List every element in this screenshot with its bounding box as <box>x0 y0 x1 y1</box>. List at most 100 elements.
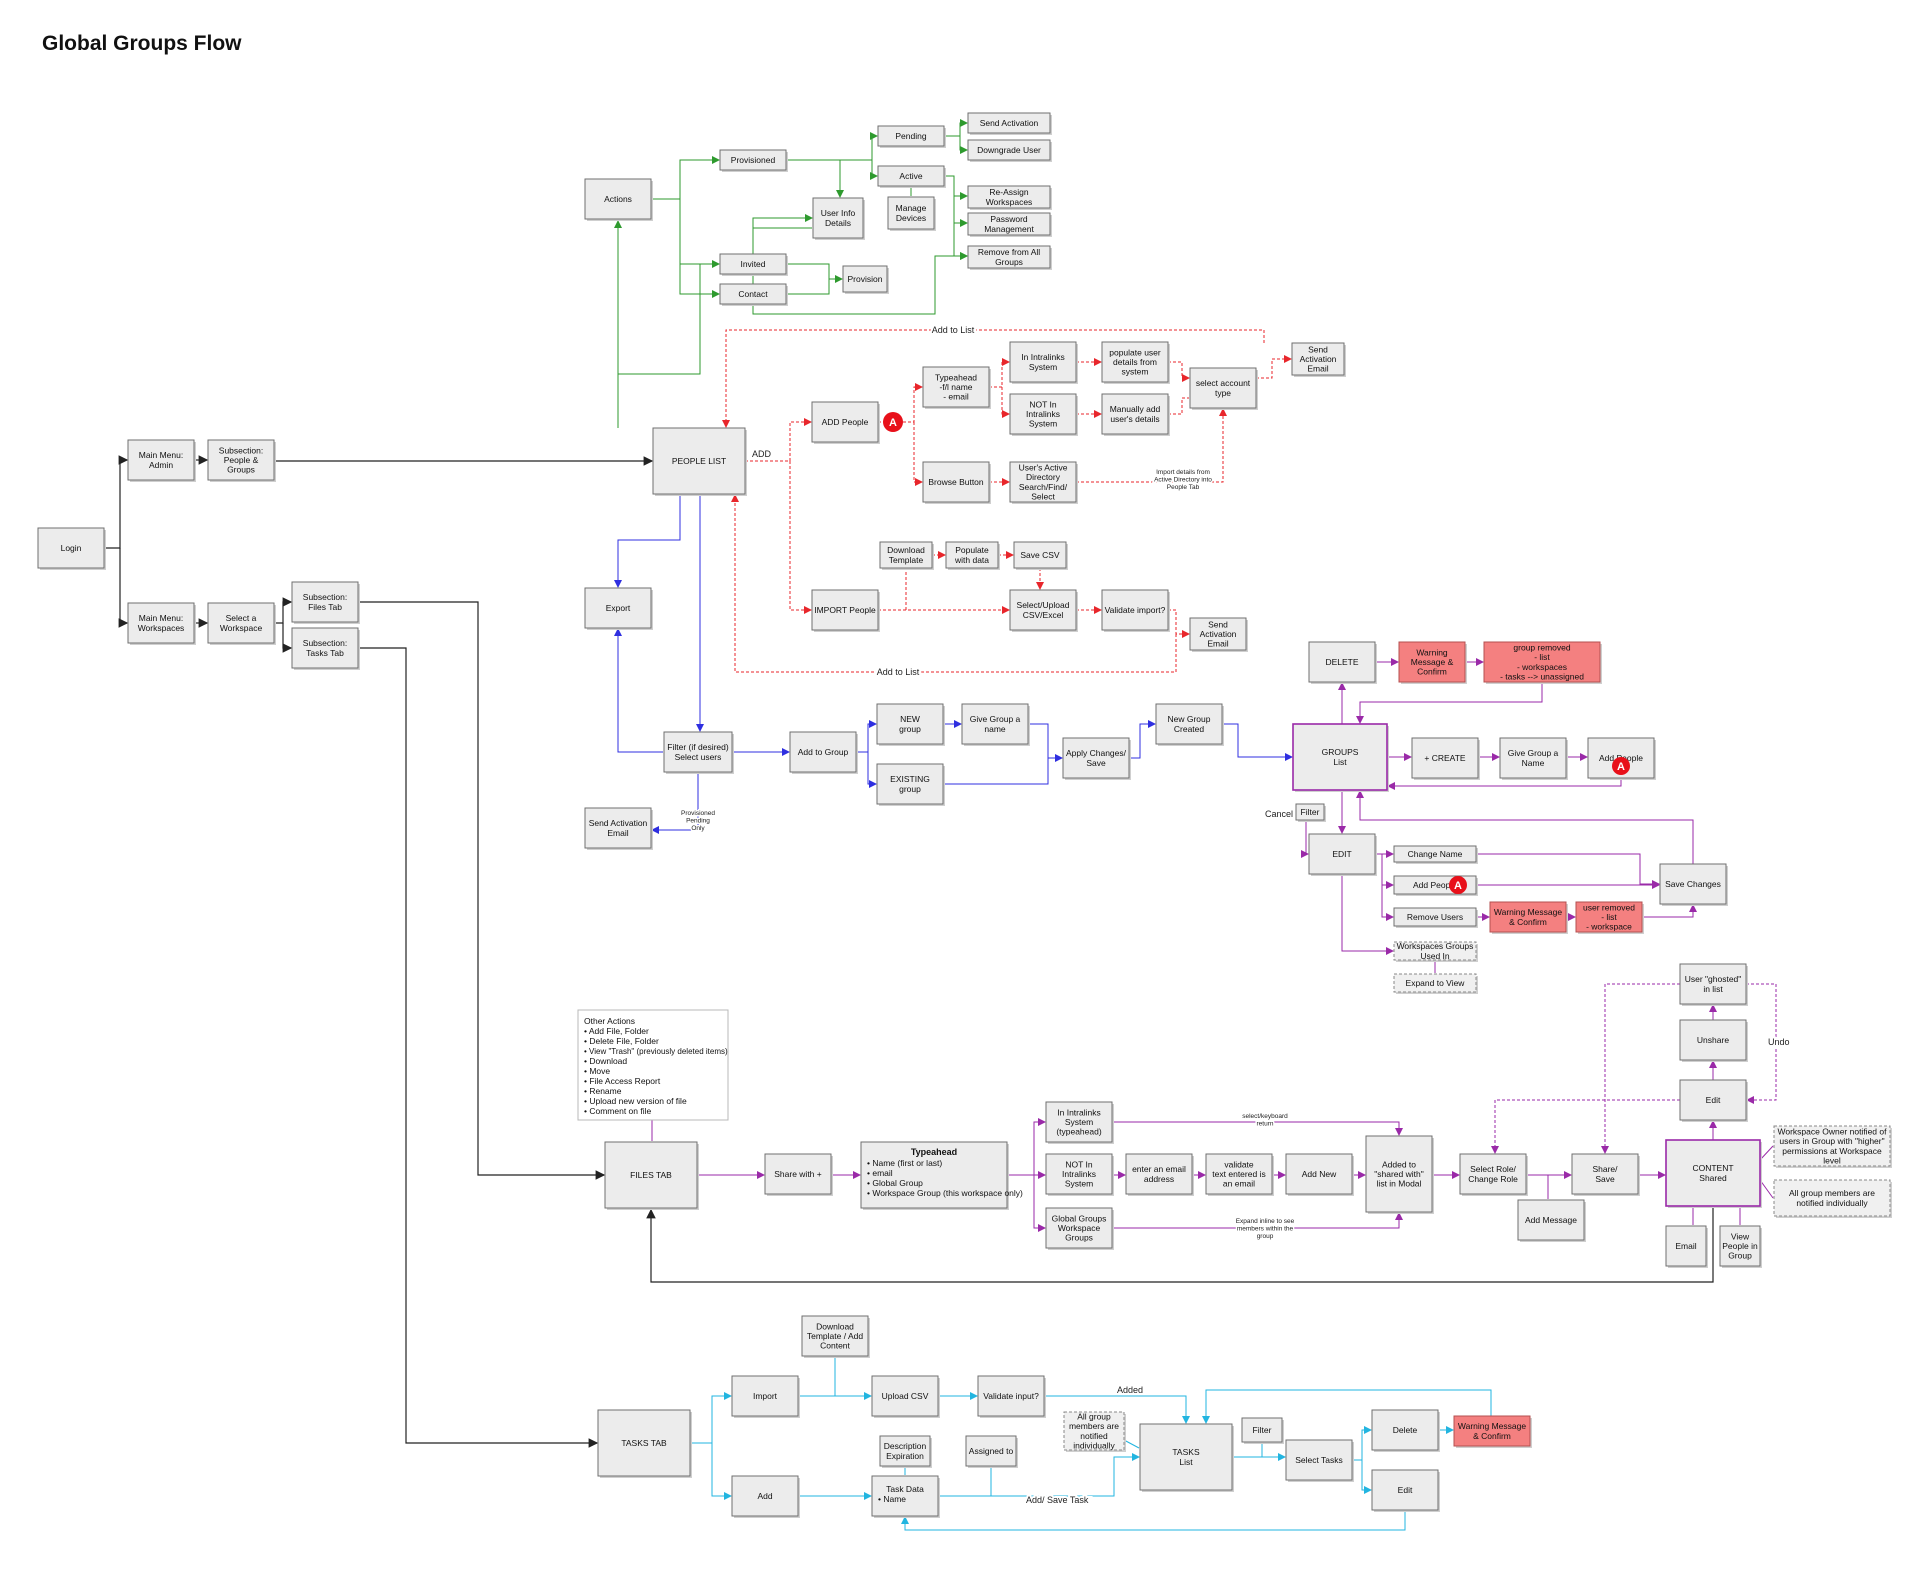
node-box <box>1393 907 1477 927</box>
node-label: details from <box>1113 357 1157 367</box>
node-box <box>1773 1179 1891 1217</box>
node-email-c: Email <box>1665 1225 1708 1268</box>
node-label: Used In <box>1420 951 1450 961</box>
node-box <box>584 587 652 629</box>
node-label: type <box>1215 388 1231 398</box>
node-box <box>1241 1417 1283 1443</box>
node-label: Details <box>825 218 851 228</box>
node-box <box>1009 461 1077 503</box>
edge-labels: ADD Add to List Add to List Cancel Undo … <box>752 323 1792 1507</box>
node-save-csv: Save CSV <box>1013 541 1068 570</box>
node-label: Manually add <box>1110 404 1161 414</box>
node-provisioned: Provisioned <box>719 149 788 172</box>
node-box <box>127 439 195 481</box>
node-label: New Group <box>1168 714 1211 724</box>
node-grp-removed: group removed- list- workspaces- tasks -… <box>1483 641 1602 684</box>
note-line: Pending <box>686 818 710 825</box>
node-label: Edit <box>1706 1095 1721 1105</box>
node-warn3: Warning Message& Confirm <box>1453 1415 1532 1448</box>
node-edit-g: EDIT <box>1308 833 1377 876</box>
node-box <box>812 197 864 239</box>
node-unshare: Unshare <box>1679 1019 1748 1062</box>
node-box <box>1125 1153 1193 1195</box>
node-add-t: Add <box>731 1475 800 1518</box>
node-box <box>1773 1125 1891 1167</box>
node-label: Description <box>884 1441 927 1451</box>
task-data-line: • Name <box>878 1494 906 1504</box>
note-line: group <box>1257 1233 1274 1240</box>
note-line: Expand inline to see <box>1236 1218 1295 1225</box>
node-downgrade: Downgrade User <box>967 139 1052 162</box>
node-label: Save <box>1595 1174 1615 1184</box>
node-label: permissions at Workspace <box>1782 1146 1882 1156</box>
node-box <box>1398 641 1466 683</box>
connectors-red <box>722 329 1292 673</box>
node-label: NEW <box>900 714 920 724</box>
other-actions-line: • Move <box>584 1066 610 1076</box>
node-import-t: Import <box>731 1375 800 1418</box>
node-label: PEOPLE LIST <box>672 456 726 466</box>
node-label: List <box>1333 757 1347 767</box>
node-sub-tasks: Subsection:Tasks Tab <box>291 627 360 670</box>
note-line: Only <box>691 825 705 832</box>
node-label: All group members are <box>1789 1188 1875 1198</box>
other-actions-line: • File Access Report <box>584 1076 661 1086</box>
node-validate-imp: Validate import? <box>1101 589 1170 632</box>
node-label: Expand to View <box>1406 978 1466 988</box>
node-box <box>860 1141 1008 1209</box>
node-label: User "ghosted" <box>1685 974 1742 984</box>
node-box <box>967 245 1051 269</box>
node-box <box>1101 341 1169 383</box>
node-label: + CREATE <box>1424 753 1466 763</box>
node-label: Select Tasks <box>1295 1455 1343 1465</box>
node-box <box>207 602 275 644</box>
other-actions-line: • Rename <box>584 1086 622 1096</box>
node-label: Save Changes <box>1665 879 1721 889</box>
node-box <box>871 1475 939 1517</box>
node-change-name: Change Name <box>1393 845 1478 864</box>
svg-text:A: A <box>889 417 897 429</box>
node-label: list in Modal <box>1377 1179 1422 1189</box>
node-label: Upload CSV <box>882 1391 929 1401</box>
node-label: - email <box>943 392 969 402</box>
node-delete-t: Delete <box>1371 1409 1440 1452</box>
node-box <box>877 165 945 187</box>
node-label: Login <box>61 543 82 553</box>
node-box <box>1291 342 1345 376</box>
node-browse: Browse Button <box>922 461 991 504</box>
node-box <box>967 185 1051 209</box>
connectors-black <box>104 455 1714 1448</box>
node-label: notified individually <box>1796 1198 1868 1208</box>
other-actions-line: • Delete File, Folder <box>584 1036 659 1046</box>
note-line: Provisioned <box>681 810 715 817</box>
node-label: Email <box>1307 364 1328 374</box>
node-label: populate user <box>1109 347 1161 357</box>
node-box <box>37 527 105 569</box>
node-box <box>1308 833 1376 875</box>
node-provision: Provision <box>842 265 889 294</box>
node-label: Warning <box>1416 647 1448 657</box>
node-box <box>731 1375 799 1417</box>
node-mm-ws: Main Menu:Workspaces <box>127 602 196 645</box>
other-actions-line: Other Actions <box>584 1016 635 1026</box>
node-box <box>1045 1207 1113 1249</box>
node-box <box>1371 1469 1439 1511</box>
node-box <box>965 1435 1017 1467</box>
node-box <box>1101 589 1169 631</box>
node-label: CONTENT <box>1692 1163 1733 1173</box>
node-label: View <box>1731 1231 1750 1241</box>
node-label: Populate <box>955 545 989 555</box>
node-label: Created <box>1174 724 1205 734</box>
node-box <box>1571 1153 1639 1195</box>
node-label: Tasks Tab <box>306 648 344 658</box>
node-box <box>1285 1153 1353 1195</box>
node-label: Actions <box>604 194 632 204</box>
